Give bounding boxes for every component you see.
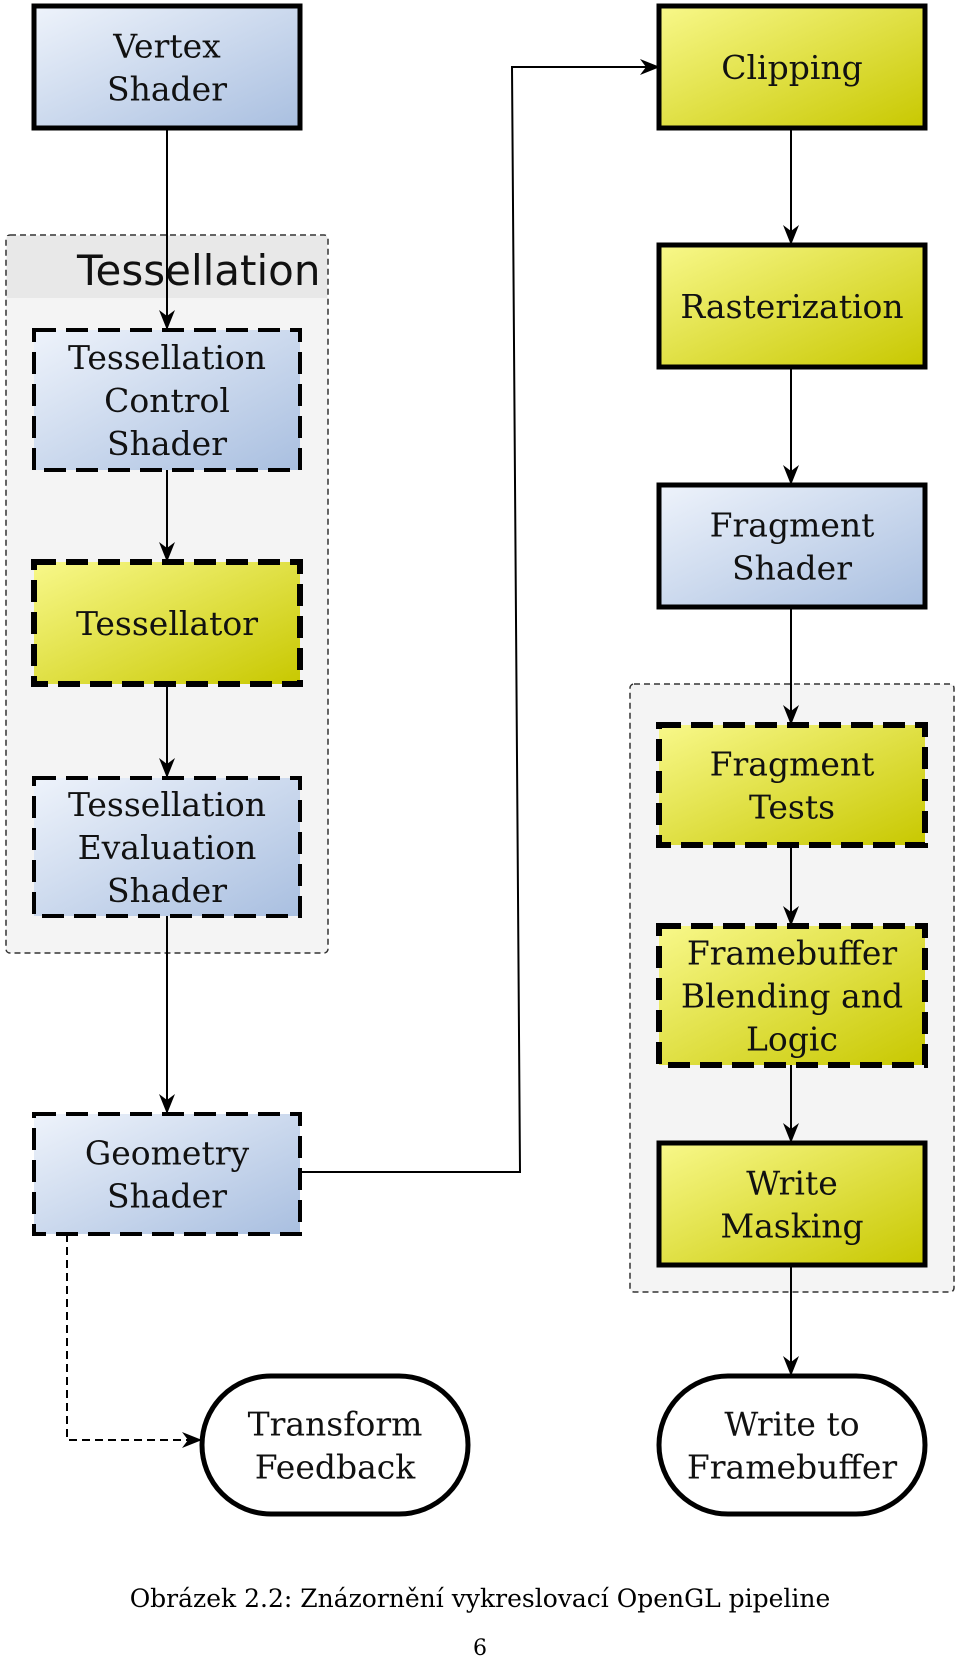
page-number: 6 — [473, 1636, 487, 1661]
pipeline-nodes: VertexShaderTessellationControlShaderTes… — [31, 3, 928, 1517]
node-label-line: Framebuffer — [687, 1448, 898, 1487]
node-label-line: Control — [104, 381, 230, 420]
arrow-geometry-to-clipping — [300, 59, 660, 1173]
node-label-line: Masking — [720, 1207, 863, 1246]
node-label-line: Fragment — [710, 745, 875, 784]
node-box — [656, 3, 928, 131]
node-box — [31, 3, 303, 131]
node-label-line: Shader — [107, 1177, 227, 1216]
node-box — [199, 1373, 471, 1517]
arrow-geometry-to-transform-feedback — [66, 1234, 202, 1448]
node-box — [32, 328, 302, 472]
node-label-line: Evaluation — [78, 828, 257, 867]
node-label-line: Feedback — [255, 1448, 417, 1487]
connectors — [66, 59, 799, 1448]
node-label-line: Write — [746, 1164, 838, 1203]
node-label-line: Framebuffer — [687, 934, 898, 973]
node-label-line: Vertex — [112, 27, 221, 66]
node-label-line: Tessellation — [68, 338, 266, 377]
node-label-line: Transform — [248, 1405, 423, 1444]
node-label-line: Blending and — [681, 977, 903, 1016]
opengl-pipeline-diagram: Tessellation VertexShaderTessellationCon… — [5, 3, 955, 1517]
tessellation-group-title: Tessellation — [76, 246, 321, 295]
node-label-line: Shader — [732, 549, 852, 588]
node-box — [32, 776, 302, 918]
node-label-line: Tessellator — [76, 604, 258, 643]
node-label-line: Tests — [749, 788, 835, 827]
node-label-line: Rasterization — [680, 287, 903, 326]
node-label-line: Shader — [107, 70, 227, 109]
node-label-line: Logic — [746, 1020, 838, 1059]
node-label-line: Shader — [107, 871, 227, 910]
node-label-line: Write to — [724, 1405, 859, 1444]
node-box — [656, 1373, 928, 1517]
node-label-line: Clipping — [721, 48, 863, 87]
node-box — [656, 923, 928, 1068]
node-label-line: Geometry — [85, 1134, 250, 1173]
node-write-to-framebuffer: Write to Framebuffer — [656, 1373, 928, 1517]
node-box — [656, 1140, 928, 1268]
node-label-line: Tessellation — [68, 785, 266, 824]
node-box — [31, 559, 303, 687]
node-label-line: Fragment — [710, 506, 875, 545]
node-box — [656, 722, 928, 848]
node-clipping: Clipping — [656, 3, 928, 131]
node-box — [32, 1112, 302, 1236]
figure-caption: Obrázek 2.2: Znázornění vykreslovací Ope… — [129, 1584, 831, 1613]
node-label-line: Shader — [107, 424, 227, 463]
node-rasterization: Rasterization — [656, 242, 928, 370]
node-tessellator: Tessellator — [31, 559, 303, 687]
node-box — [656, 482, 928, 610]
node-box — [656, 242, 928, 370]
